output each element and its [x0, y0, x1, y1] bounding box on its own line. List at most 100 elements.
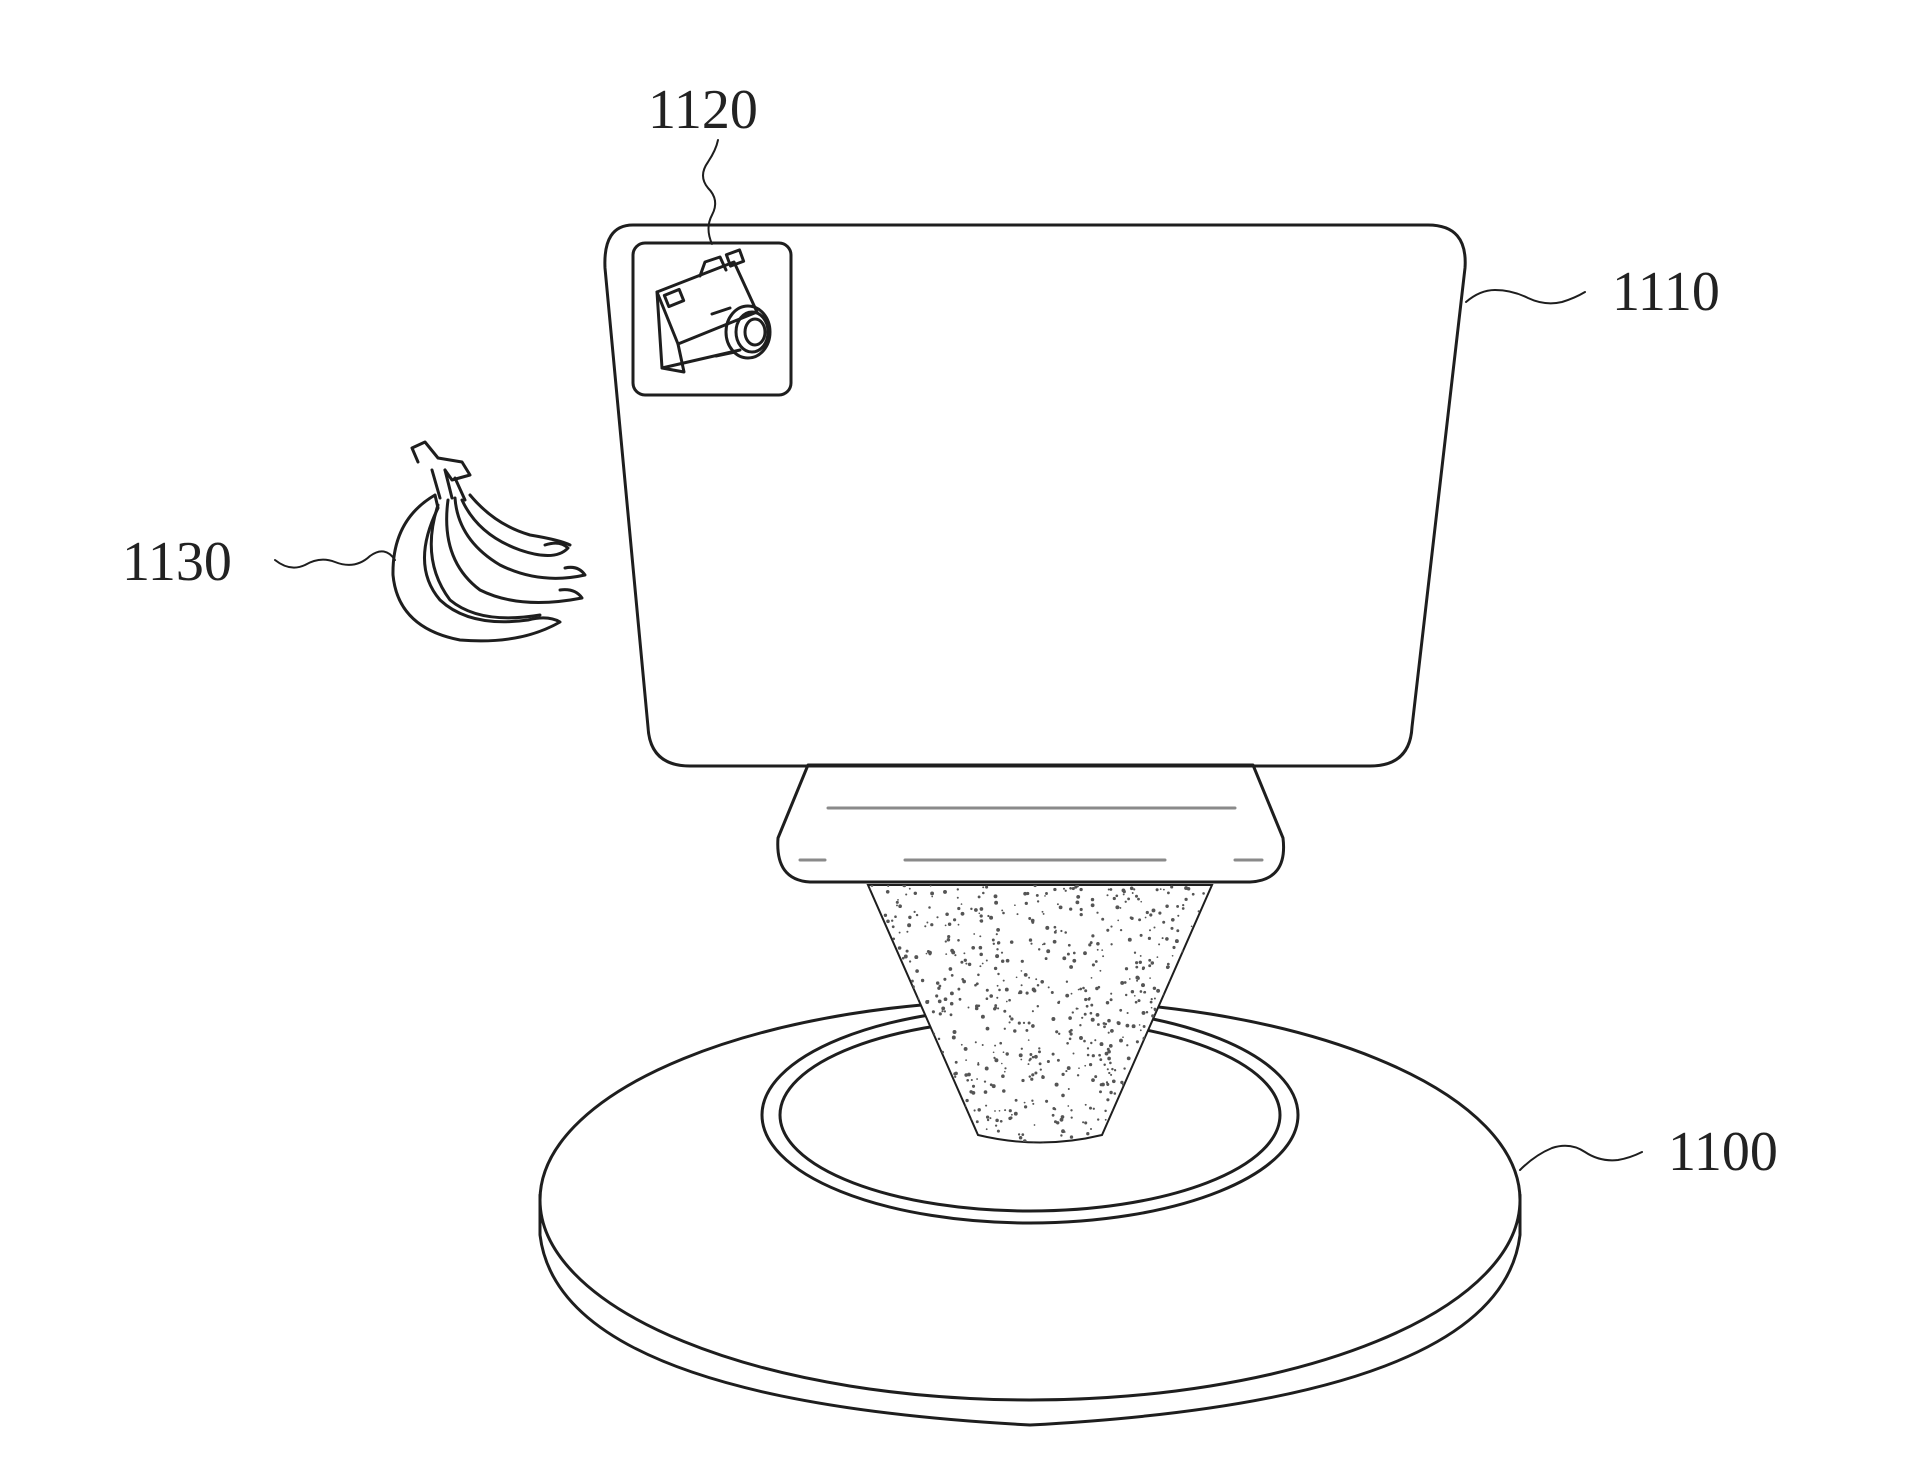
beam-dot: [985, 988, 989, 992]
beam-dot: [916, 1032, 920, 1036]
beam-dot: [953, 918, 957, 922]
beam-dot: [914, 1072, 918, 1076]
beam-dot: [1141, 1010, 1146, 1015]
beam-dot: [908, 1115, 912, 1119]
beam-dot: [1134, 1000, 1138, 1004]
beam-dot: [1010, 1017, 1014, 1021]
beam-dot: [1183, 977, 1186, 980]
beam-dot: [895, 1106, 900, 1111]
beam-dot: [1034, 1054, 1038, 1059]
beam-dot: [1106, 1141, 1110, 1143]
beam-dot: [1153, 997, 1156, 1000]
beam-dot: [1187, 1044, 1190, 1048]
beam-dot: [1072, 958, 1077, 963]
beam-dot: [1001, 959, 1005, 963]
beam-dot: [1005, 1052, 1009, 1056]
beam-dot: [1187, 971, 1190, 973]
beam-dot: [935, 994, 939, 998]
beam-dot: [1107, 1031, 1110, 1034]
beam-dot: [975, 1004, 979, 1008]
beam-dot: [985, 1026, 990, 1031]
beam-dot: [1001, 1062, 1003, 1065]
beam-dot: [902, 885, 907, 888]
beam-dot: [1148, 958, 1152, 962]
beam-dot: [1202, 1036, 1206, 1040]
beam-dot: [906, 930, 909, 933]
beam-dot: [1171, 1108, 1174, 1112]
beam-dot: [1091, 903, 1095, 907]
beam-dot: [1028, 917, 1032, 920]
beam-dot: [947, 922, 952, 927]
beam-dot: [1084, 1064, 1087, 1067]
beam-dot: [1035, 893, 1039, 897]
beam-dot: [1076, 894, 1081, 899]
beam-dot: [985, 1115, 990, 1119]
beam-dot: [945, 953, 948, 956]
beam-dot: [892, 1114, 896, 1117]
beam-dot: [1030, 1077, 1034, 1081]
beam-dot: [1180, 1103, 1185, 1108]
beam-dot: [1001, 1074, 1005, 1078]
beam-dot: [973, 933, 976, 935]
beam-dot: [992, 1051, 995, 1054]
beam-dot: [908, 1056, 913, 1060]
beam-dot: [1051, 1017, 1056, 1021]
beam-dot: [1002, 1089, 1006, 1093]
leader-1120: [702, 139, 719, 245]
beam-dot: [1101, 917, 1105, 921]
beam-dot: [935, 981, 940, 985]
beam-dot: [1192, 975, 1195, 978]
beam-dot: [995, 1118, 999, 1123]
beam-dot: [938, 1131, 942, 1135]
beam-dot: [1115, 894, 1119, 898]
beam-dot: [1156, 1123, 1160, 1126]
beam-dot: [868, 1074, 873, 1079]
beam-dot: [1158, 911, 1162, 915]
beam-dot: [903, 1095, 907, 1099]
beam-dot: [1144, 1110, 1148, 1114]
beam-dot: [1104, 1022, 1108, 1026]
beam-dot: [1166, 1105, 1169, 1108]
beam-dot: [1032, 1102, 1035, 1105]
beam-dot: [908, 887, 911, 890]
beam-dot: [1070, 992, 1073, 995]
beam-dot: [1051, 1113, 1055, 1117]
beam-dot: [1123, 1067, 1126, 1070]
beam-dot: [1136, 976, 1140, 980]
beam-dot: [1083, 951, 1087, 956]
beam-dot: [1028, 1059, 1031, 1062]
beam-dot: [1060, 929, 1063, 933]
beam-dot: [1003, 1070, 1006, 1073]
beam-dot: [1166, 1131, 1169, 1134]
beam-dot: [1086, 1047, 1090, 1050]
beam-dot: [1027, 1039, 1030, 1041]
beam-dot: [1097, 1118, 1100, 1121]
beam-dot: [939, 1060, 943, 1064]
beam-dot: [1133, 994, 1136, 997]
beam-dot: [1079, 887, 1083, 892]
beam-dot: [869, 964, 873, 968]
beam-dot: [941, 1050, 944, 1054]
beam-dot: [977, 1108, 981, 1112]
beam-dot: [869, 967, 873, 972]
beam-dot: [1199, 950, 1204, 955]
beam-dot: [977, 1063, 980, 1066]
beam-dot: [1099, 969, 1102, 972]
beam-dot: [960, 1043, 963, 1046]
beam-dot: [1168, 1125, 1173, 1129]
beam-dot: [1063, 1131, 1066, 1133]
beam-dot: [1084, 989, 1088, 993]
beam-dot: [1158, 943, 1161, 946]
beam-dot: [1020, 970, 1023, 972]
beam-dot: [974, 908, 978, 912]
beam-dot: [926, 1058, 929, 1062]
beam-dot: [1050, 991, 1054, 994]
beam-dot: [1206, 912, 1209, 915]
beam-dot: [1008, 1116, 1012, 1121]
beam-dot: [869, 905, 873, 908]
beam-dot: [1179, 969, 1182, 972]
beam-dot: [868, 1083, 872, 1086]
beam-dot: [898, 1072, 902, 1077]
beam-dot: [975, 1120, 979, 1124]
beam-dot: [893, 1092, 896, 1096]
